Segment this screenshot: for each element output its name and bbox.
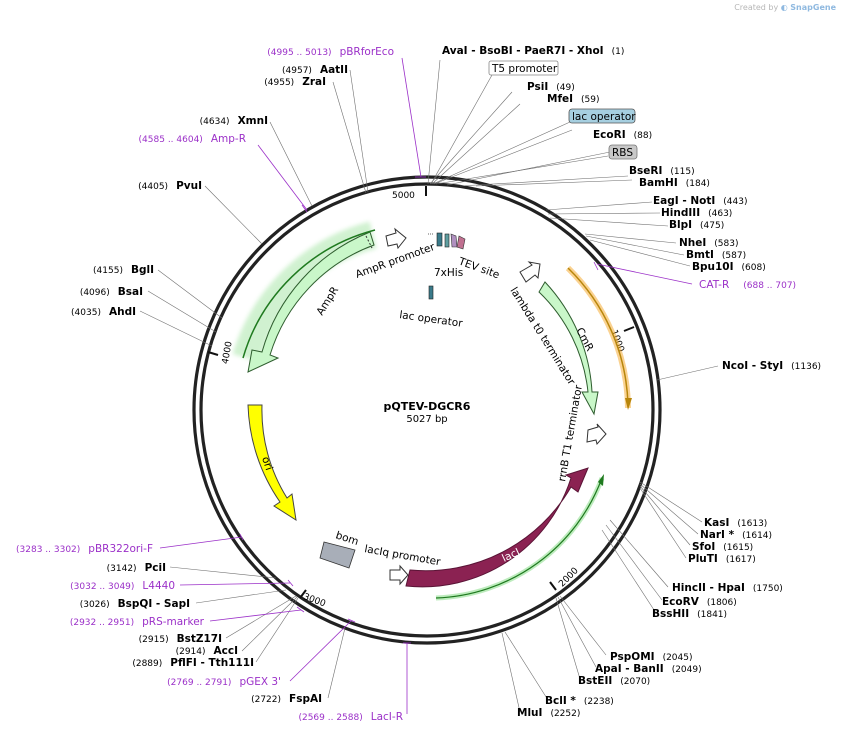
site-nari-label[interactable]: NarI *(1614) [700,529,772,541]
snapgene-credit: Created by ◐ SnapGene [734,3,836,12]
site-hindiii-label[interactable]: HindIII(463) [661,207,732,219]
site-bspqi-label[interactable]: (3026)BspQI - SapI [80,598,190,610]
site-ahdi-label[interactable]: (4035)AhdI [71,306,136,318]
site-avai-label[interactable]: AvaI - BsoBI - PaeR7I - XhoI(1) [442,45,624,57]
tick-4000 [207,351,219,356]
site-zrai-label[interactable]: (4955)ZraI [264,76,326,88]
site-eagi-label[interactable]: EagI - NotI(443) [653,195,747,207]
lambda-terminator-arrow[interactable] [519,261,541,283]
site-kasi-label[interactable]: KasI(1613) [704,517,767,529]
credit-prefix: Created by [734,3,779,12]
laciq-promoter-arrow[interactable] [389,564,409,586]
lac-operator-inner-block[interactable] [428,285,434,300]
laciq-promoter-label: lacIq promoter [363,543,442,568]
site-bsteii-label[interactable]: BstEII(2070) [578,675,650,687]
ampr-label: AmpR [314,285,341,318]
tick-label-5000: 5000 [392,191,415,201]
primer-prs-marker-label[interactable]: (2932 .. 2951)pRS-marker [70,616,205,628]
site-blpi-label[interactable]: BlpI(475) [669,219,724,231]
site-apai-label[interactable]: ApaI - BanII(2049) [595,663,702,675]
site-acci-label[interactable]: (2914)AccI [176,645,238,657]
lac-operator-top-block[interactable] [436,232,443,247]
lac-operator-inner-label: lac operator [399,309,464,330]
primer-pgex3-label[interactable]: (2769 .. 2791)pGEX 3' [167,676,281,688]
backbone-inner [199,182,655,638]
t5-promoter-label: T5 promoter [491,63,558,75]
laci-arrow[interactable] [405,467,589,588]
lambda-terminator-label: lambda t0 terminator [507,285,577,387]
ampr-arrow[interactable] [247,231,375,373]
his-tag-block[interactable] [450,233,458,248]
primer-pbr322ori-label[interactable]: (3283 .. 3302)pBR322ori-F [16,543,153,555]
cat-highlight-arc [567,267,629,405]
bom-block[interactable] [319,541,356,569]
rbs-box[interactable] [608,144,638,160]
lac-operator-box-label: lac operator [572,111,636,123]
primer-leaders [159,57,693,714]
tick-label-4000: 4000 [221,340,235,365]
site-fspai-label[interactable]: (2722)FspAI [251,693,322,705]
ori-arrow[interactable] [247,404,297,522]
laci-thin-arrowhead [598,474,604,486]
primer-labels: (4995 .. 5013)pBRforEco (4585 .. 4604)Am… [16,46,796,723]
tev-site-block[interactable] [456,235,466,250]
rbs-block[interactable] [444,233,450,248]
primer-ampr-label[interactable]: (4585 .. 4604)Amp-R [139,133,246,145]
site-bamhi-label[interactable]: BamHI(184) [639,177,710,189]
rrnb-terminator-arrow[interactable] [586,423,607,446]
site-ncoi-label[interactable]: NcoI - StyI(1136) [722,360,821,372]
site-bsai-label[interactable]: (4096)BsaI [80,286,143,298]
site-bpu10i-label[interactable]: Bpu10I(608) [692,261,766,273]
site-pflfi-label[interactable]: (2889)PflFI - Tth111I [132,657,254,669]
cat-highlight-arrowhead [625,398,632,410]
primer-l4440-label[interactable]: (3032 .. 3049)L4440 [70,580,175,592]
cut-site-labels: AvaI - BsoBI - PaeR7I - XhoI(1) PsiI(49)… [71,45,821,719]
site-psii-label[interactable]: PsiI(49) [527,81,575,93]
site-nhei-label[interactable]: NheI(583) [679,237,739,249]
site-pluti-label[interactable]: PluTI(1617) [688,553,756,565]
t5-promoter-box[interactable] [488,60,559,76]
site-xmni-label[interactable]: (4634)XmnI [200,115,268,127]
site-ecorv-label[interactable]: EcoRV(1806) [662,596,737,608]
credit-brand: SnapGene [790,3,836,12]
site-bstz17i-label[interactable]: (2915)BstZ17I [139,633,222,645]
boxed-feature-labels: T5 promoter lac operator RBS [430,60,638,186]
site-mlui-label[interactable]: MluI(2252) [517,707,580,719]
plasmid-name: pQTEV-DGCR6 [384,400,471,413]
site-aatii-label[interactable]: (4957)AatII [282,64,348,76]
his-label: 7xHis [434,267,463,279]
ampr-thin-arc [242,229,376,359]
site-bgli-label[interactable]: (4155)BglI [93,264,154,276]
site-mfei-label[interactable]: MfeI(59) [547,93,600,105]
rbs-box-label: RBS [612,147,633,159]
cmr-arrow[interactable] [538,281,599,416]
primer-catr-label[interactable]: CAT-R(688 .. 707) [699,279,796,291]
backbone-outer [192,175,662,645]
ori-label: ori [259,455,275,472]
site-bmti-label[interactable]: BmtI(587) [686,249,746,261]
tick-2000 [549,581,557,591]
primer-pbrforeco-label[interactable]: (4995 .. 5013)pBRforEco [267,46,394,58]
site-bsshii-label[interactable]: BssHII(1841) [652,608,727,620]
site-pspomi-label[interactable]: PspOMI(2045) [610,651,693,663]
site-ecori-label[interactable]: EcoRI(88) [593,129,652,141]
tick-3000 [299,589,307,599]
site-hincii-label[interactable]: HincII - HpaI(1750) [672,582,783,594]
site-pcii-label[interactable]: (3142)PciI [107,562,166,574]
rrnb-terminator-label: rrnB T1 terminator [556,384,585,483]
site-pvui-label[interactable]: (4405)PvuI [138,180,202,192]
plasmid-length: 5027 bp [406,414,447,425]
site-bseri-label[interactable]: BseRI(115) [629,165,695,177]
lac-operator-box[interactable] [568,108,636,124]
cut-site-leaders [139,59,719,713]
laci-thin-arc [435,477,603,599]
site-bcli-label[interactable]: BclI *(2238) [545,695,614,707]
snapgene-logo-icon: ◐ [780,3,788,12]
primer-laci-r-label[interactable]: (2569 .. 2588)LacI-R [298,711,403,723]
ampr-promoter-arrow[interactable] [385,227,407,250]
tick-1000 [623,326,635,332]
site-sfoi-label[interactable]: SfoI(1615) [692,541,753,553]
